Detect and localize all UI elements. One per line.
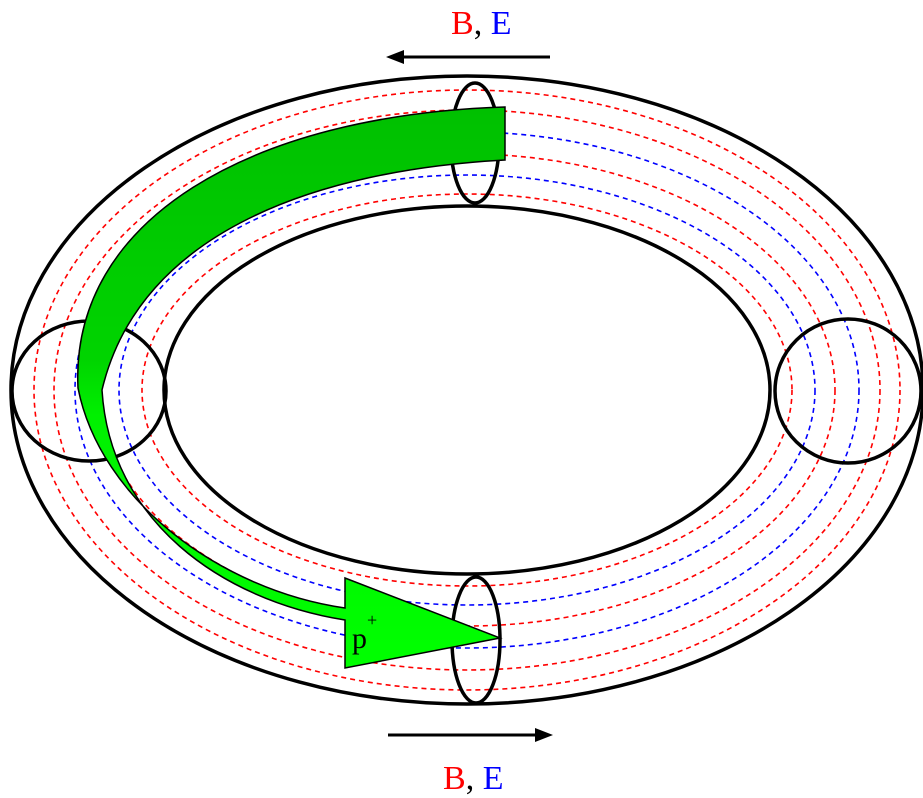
particle-path-arrow	[77, 106, 506, 669]
particle-base: p	[352, 622, 367, 655]
bottom-separator: ,	[466, 760, 483, 797]
field-lines	[33, 89, 901, 691]
torus-inner-edge	[162, 204, 772, 576]
field-line-b-inner	[141, 193, 793, 587]
top-separator: ,	[474, 5, 491, 42]
bottom-e-label: E	[483, 760, 504, 797]
top-b-label: B	[451, 5, 474, 42]
bottom-field-label: B, E	[443, 760, 503, 797]
top-e-label: E	[491, 5, 512, 42]
cross-section-right	[773, 317, 923, 465]
top-field-label: B, E	[451, 5, 511, 42]
field-line-e-1	[74, 131, 860, 649]
torus-outline	[9, 74, 923, 706]
particle-charge: +	[367, 610, 377, 630]
torus-outer-edge	[9, 74, 923, 706]
field-line-b-outer	[33, 89, 901, 691]
bottom-b-label: B	[443, 760, 466, 797]
direction-arrow-top	[386, 50, 550, 64]
direction-arrow-bottom	[388, 728, 553, 742]
particle-label: p+	[352, 610, 377, 655]
field-line-e-2	[118, 174, 816, 606]
